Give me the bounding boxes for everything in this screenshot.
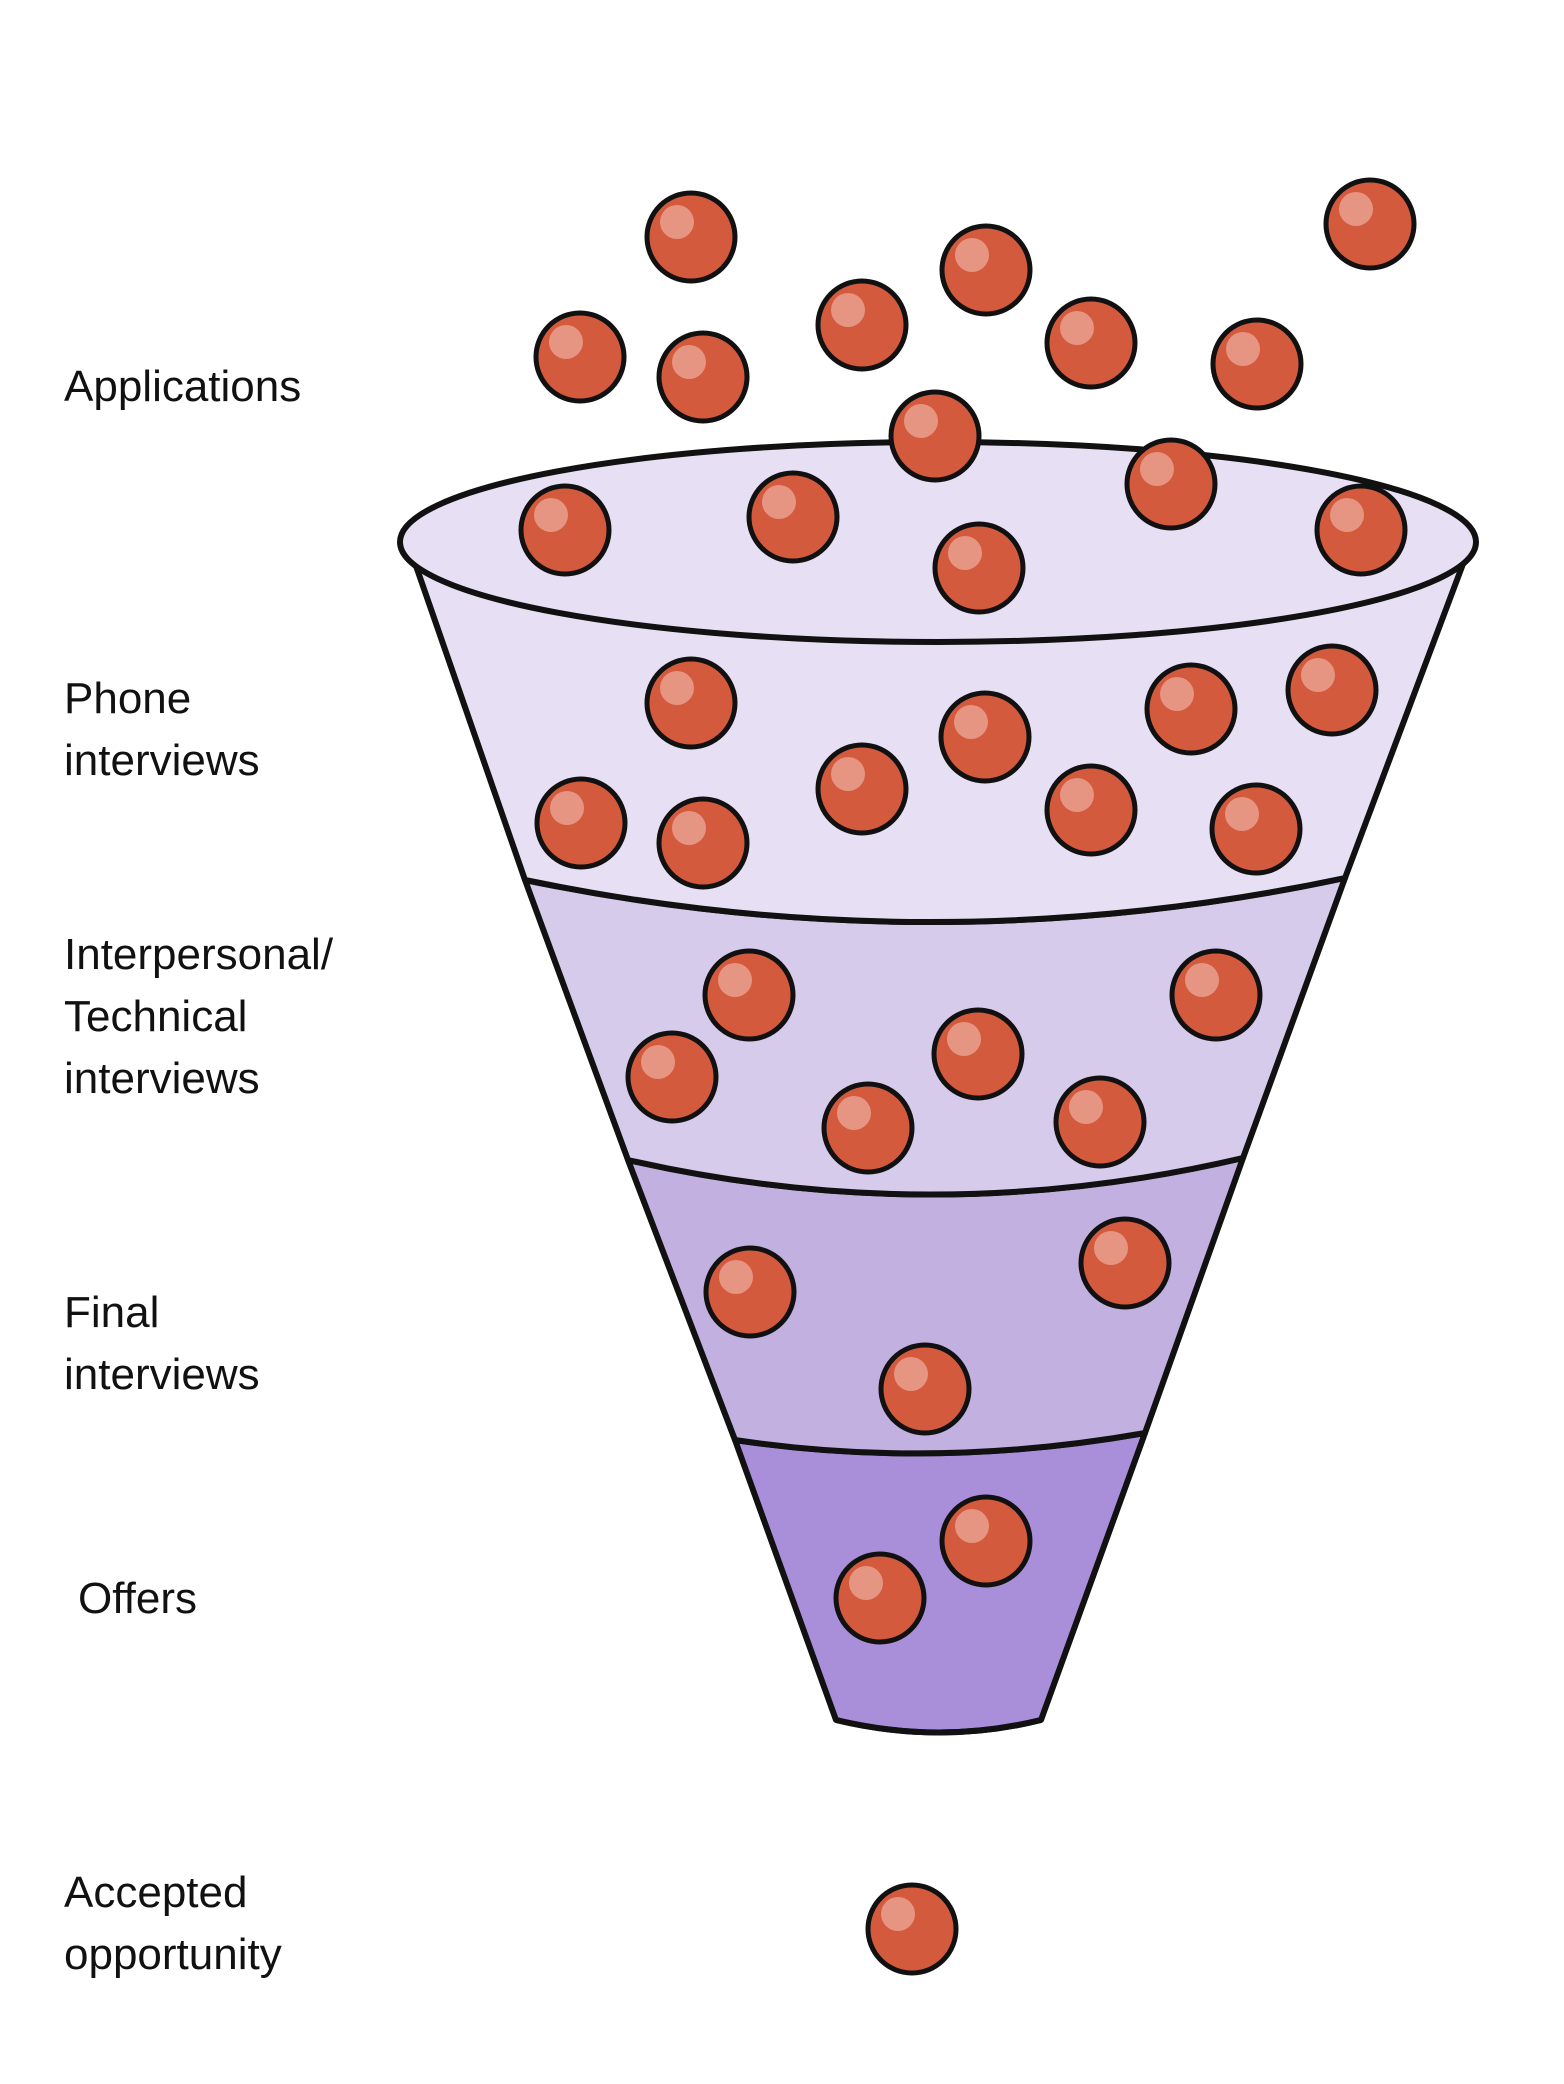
- stage-label-final-interviews: Final interviews: [64, 1288, 260, 1399]
- applicant-ball: [815, 742, 909, 836]
- applicant-ball: [1285, 643, 1379, 737]
- applicant-ball: [833, 1551, 927, 1645]
- applicant-ball: [1169, 948, 1263, 1042]
- applicant-ball: [1078, 1216, 1172, 1310]
- applicant-ball: [1323, 177, 1417, 271]
- applicant-ball: [1144, 662, 1238, 756]
- applicant-ball: [534, 776, 628, 870]
- applicant-balls: [518, 177, 1417, 1976]
- applicant-ball: [939, 223, 1033, 317]
- applicant-ball: [656, 796, 750, 890]
- applicant-ball: [703, 1245, 797, 1339]
- stage-label-accepted-opportunity: Accepted opportunity: [64, 1868, 282, 1979]
- applicant-ball: [702, 948, 796, 1042]
- applicant-ball: [815, 278, 909, 372]
- applicant-ball: [644, 656, 738, 750]
- applicant-ball: [1314, 483, 1408, 577]
- applicant-ball: [878, 1342, 972, 1436]
- applicant-ball: [1053, 1075, 1147, 1169]
- applicant-ball: [1209, 782, 1303, 876]
- applicant-ball: [533, 310, 627, 404]
- applicant-ball: [1124, 437, 1218, 531]
- stage-label-technical-interviews: Interpersonal/ Technical interviews: [64, 930, 334, 1103]
- funnel-body: [397, 439, 1479, 1736]
- applicant-ball: [656, 330, 750, 424]
- funnel-band-offers: [732, 1430, 1148, 1736]
- applicant-ball: [932, 521, 1026, 615]
- applicant-ball: [1044, 763, 1138, 857]
- applicant-ball: [888, 389, 982, 483]
- applicant-ball: [625, 1030, 719, 1124]
- stage-label-phone-interviews: Phone interviews: [64, 674, 260, 785]
- applicant-ball: [518, 483, 612, 577]
- applicant-ball: [1044, 296, 1138, 390]
- applicant-ball: [821, 1081, 915, 1175]
- funnel-bottom-edge: [835, 1717, 1042, 1736]
- stage-label-offers: Offers: [78, 1574, 198, 1623]
- applicant-ball: [931, 1007, 1025, 1101]
- applicant-ball: [746, 470, 840, 564]
- applicant-ball: [644, 190, 738, 284]
- applicant-ball: [1210, 317, 1304, 411]
- applicant-ball: [865, 1882, 959, 1976]
- stage-label-applications: Applications: [64, 362, 302, 411]
- applicant-ball: [939, 1494, 1033, 1588]
- applicant-ball: [938, 690, 1032, 784]
